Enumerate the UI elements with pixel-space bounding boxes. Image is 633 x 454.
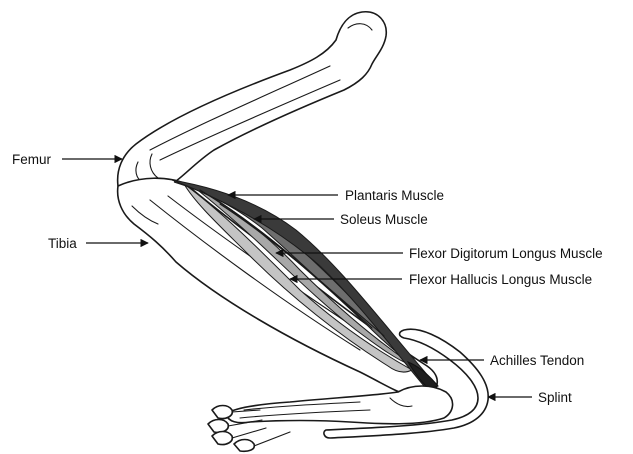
achilles-label: Achilles Tendon [490,353,584,368]
fdl-label: Flexor Digitorum Longus Muscle [409,246,603,261]
femur-label: Femur [12,152,52,167]
soleus-label: Soleus Muscle [340,212,428,227]
foot-bones [208,386,453,451]
fhl-label: Flexor Hallucis Longus Muscle [409,272,592,287]
plantaris-label: Plantaris Muscle [345,188,444,203]
splint-label: Splint [538,390,572,405]
tibia-label: Tibia [48,236,77,251]
femur-bone [118,12,387,191]
